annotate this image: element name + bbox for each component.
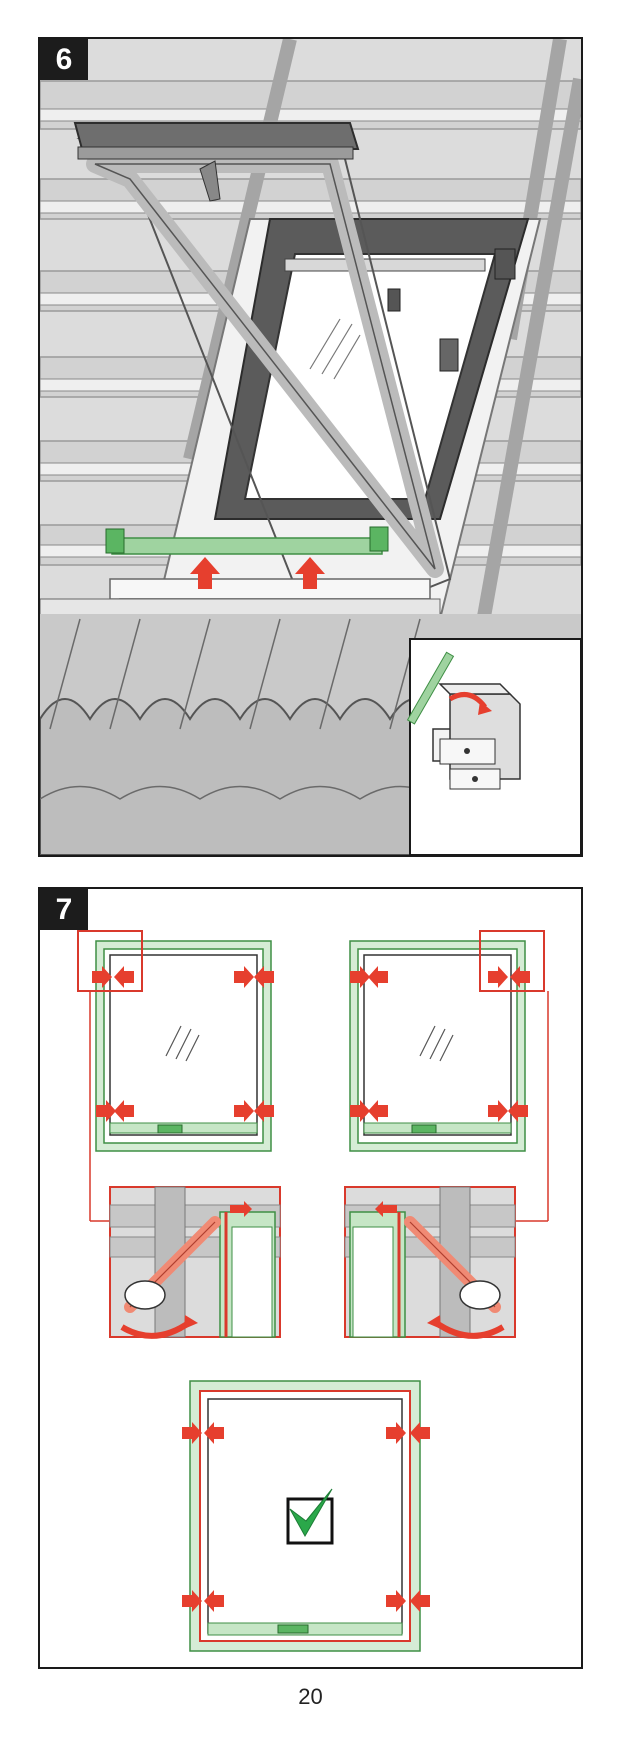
step-number: 7 (40, 889, 88, 930)
step-number: 6 (40, 39, 88, 80)
step-6-illustration (40, 39, 581, 855)
step-6-panel: 6 (38, 37, 583, 857)
checkmark-box-icon (286, 1488, 334, 1545)
step-7-illustration (77, 930, 549, 1652)
page-number: 20 (298, 1684, 323, 1709)
step-7-panel: 7 (38, 887, 583, 1669)
drawer-storage-icon (406, 638, 581, 855)
